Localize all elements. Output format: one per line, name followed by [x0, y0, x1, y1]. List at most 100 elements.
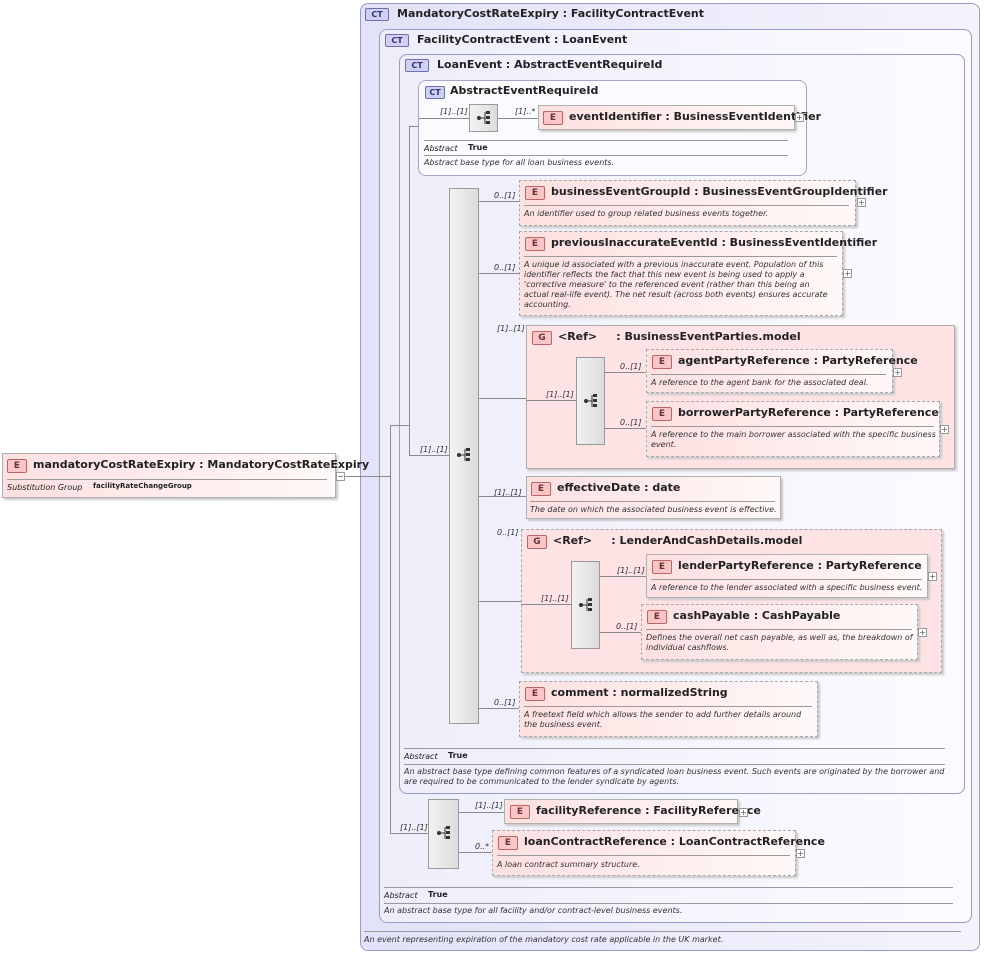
- connector: [419, 118, 469, 119]
- ct-abstract-title[interactable]: AbstractEventRequireId: [450, 84, 599, 97]
- connector: [605, 428, 646, 429]
- connector: [479, 708, 519, 709]
- plus-box-icon[interactable]: +: [940, 425, 949, 434]
- element-icon: E: [525, 186, 545, 200]
- cardinality: [1]..[1]: [497, 324, 525, 333]
- loan-event-description: An abstract base type defining common fe…: [404, 767, 945, 786]
- element-title: businessEventGroupId : BusinessEventGrou…: [551, 185, 888, 198]
- element-cash-payable[interactable]: [641, 604, 918, 660]
- divider: [424, 155, 788, 156]
- main-type-description: An event representing expiration of the …: [364, 935, 724, 944]
- connector: [479, 273, 519, 274]
- connector: [459, 812, 504, 813]
- connector: [605, 372, 646, 373]
- element-loan-contract-reference[interactable]: [492, 830, 796, 876]
- connector: [345, 476, 390, 477]
- abstract-label: Abstract: [424, 144, 458, 153]
- root-element-box[interactable]: [2, 453, 336, 498]
- plus-box-icon[interactable]: +: [928, 572, 937, 581]
- divider: [646, 629, 912, 630]
- element-event-identifier[interactable]: [538, 105, 795, 130]
- cardinality: [1]..[1]: [546, 390, 574, 399]
- sequence-box[interactable]: [428, 799, 459, 869]
- element-title: agentPartyReference : PartyReference: [678, 354, 918, 367]
- divider: [524, 256, 837, 257]
- element-lender-party-reference[interactable]: [646, 554, 928, 598]
- divider: [524, 706, 812, 707]
- cardinality: [1]..[1]: [617, 566, 645, 575]
- connector: [526, 400, 576, 401]
- plus-box-icon[interactable]: +: [893, 368, 902, 377]
- element-description: A loan contract summary structure.: [497, 860, 640, 869]
- group-icon: G: [527, 535, 547, 549]
- element-previous-inaccurate-event-id[interactable]: [519, 231, 843, 316]
- plus-box-icon[interactable]: +: [843, 269, 852, 278]
- cardinality: [1]..[1]: [541, 594, 569, 603]
- element-description: A unique id associated with a previous i…: [524, 260, 828, 309]
- connector: [479, 201, 519, 202]
- plus-box-icon[interactable]: +: [918, 628, 927, 637]
- element-facility-reference[interactable]: [504, 799, 738, 824]
- divider: [651, 374, 886, 375]
- cardinality: 0..[1]: [494, 698, 516, 707]
- element-description: Defines the overall net cash payable, as…: [646, 633, 913, 652]
- element-agent-party-reference[interactable]: [646, 349, 893, 393]
- group-title: <Ref> : LenderAndCashDetails.model: [553, 534, 803, 547]
- sequence-box[interactable]: [449, 188, 479, 724]
- element-effective-date[interactable]: [526, 476, 781, 519]
- element-business-event-group-id[interactable]: [519, 180, 856, 226]
- sequence-icon: [457, 448, 470, 461]
- element-description: A freetext field which allows the sender…: [524, 710, 802, 729]
- divider: [384, 887, 953, 888]
- element-title: cashPayable : CashPayable: [673, 609, 841, 622]
- collapse-box-icon[interactable]: −: [336, 472, 345, 481]
- connector: [498, 118, 538, 119]
- element-icon: E: [652, 407, 672, 421]
- cardinality: 0..[1]: [616, 622, 638, 631]
- sequence-icon: [579, 598, 592, 611]
- element-icon: E: [531, 482, 551, 496]
- ct-main-title[interactable]: MandatoryCostRateExpiry : FacilityContra…: [397, 7, 704, 20]
- abstract-value: True: [468, 143, 488, 152]
- connector: [521, 604, 571, 605]
- ct-facility-title[interactable]: FacilityContractEvent : LoanEvent: [417, 33, 628, 46]
- element-icon: E: [525, 687, 545, 701]
- complex-type-icon: CT: [385, 34, 409, 47]
- connector: [409, 126, 410, 456]
- element-icon: E: [652, 355, 672, 369]
- element-title: eventIdentifier : BusinessEventIdentifie…: [569, 110, 822, 123]
- group-icon: G: [532, 331, 552, 345]
- element-title: lenderPartyReference : PartyReference: [678, 559, 922, 572]
- element-title: effectiveDate : date: [557, 481, 681, 494]
- plus-box-icon[interactable]: +: [796, 849, 805, 858]
- divider: [384, 903, 953, 904]
- element-icon: E: [498, 836, 518, 850]
- plus-box-icon[interactable]: +: [795, 113, 804, 122]
- abstract-value: True: [428, 890, 448, 899]
- connector: [479, 398, 526, 399]
- abstract-label: Abstract: [404, 752, 438, 761]
- connector: [409, 126, 419, 127]
- connector: [479, 601, 521, 602]
- divider: [7, 479, 327, 480]
- connector: [390, 425, 391, 833]
- connector: [600, 576, 646, 577]
- cardinality: 0..[1]: [494, 263, 516, 272]
- divider: [424, 140, 788, 141]
- sequence-icon: [584, 394, 597, 407]
- plus-box-icon[interactable]: +: [857, 198, 866, 207]
- cardinality: 0..[1]: [497, 528, 519, 537]
- element-borrower-party-reference[interactable]: [646, 401, 940, 457]
- cardinality: [1]..[1]: [420, 445, 448, 454]
- cardinality: 0..[1]: [494, 191, 516, 200]
- connector: [390, 425, 410, 426]
- element-description: A reference to the lender associated wit…: [651, 583, 923, 592]
- divider: [364, 931, 961, 932]
- element-icon: E: [7, 459, 27, 473]
- element-icon: E: [510, 805, 530, 819]
- element-comment[interactable]: [519, 681, 818, 737]
- ct-loan-title[interactable]: LoanEvent : AbstractEventRequireId: [437, 58, 663, 71]
- plus-box-icon[interactable]: +: [739, 808, 748, 817]
- connector: [479, 496, 526, 497]
- cardinality: [1]..[1]: [400, 823, 428, 832]
